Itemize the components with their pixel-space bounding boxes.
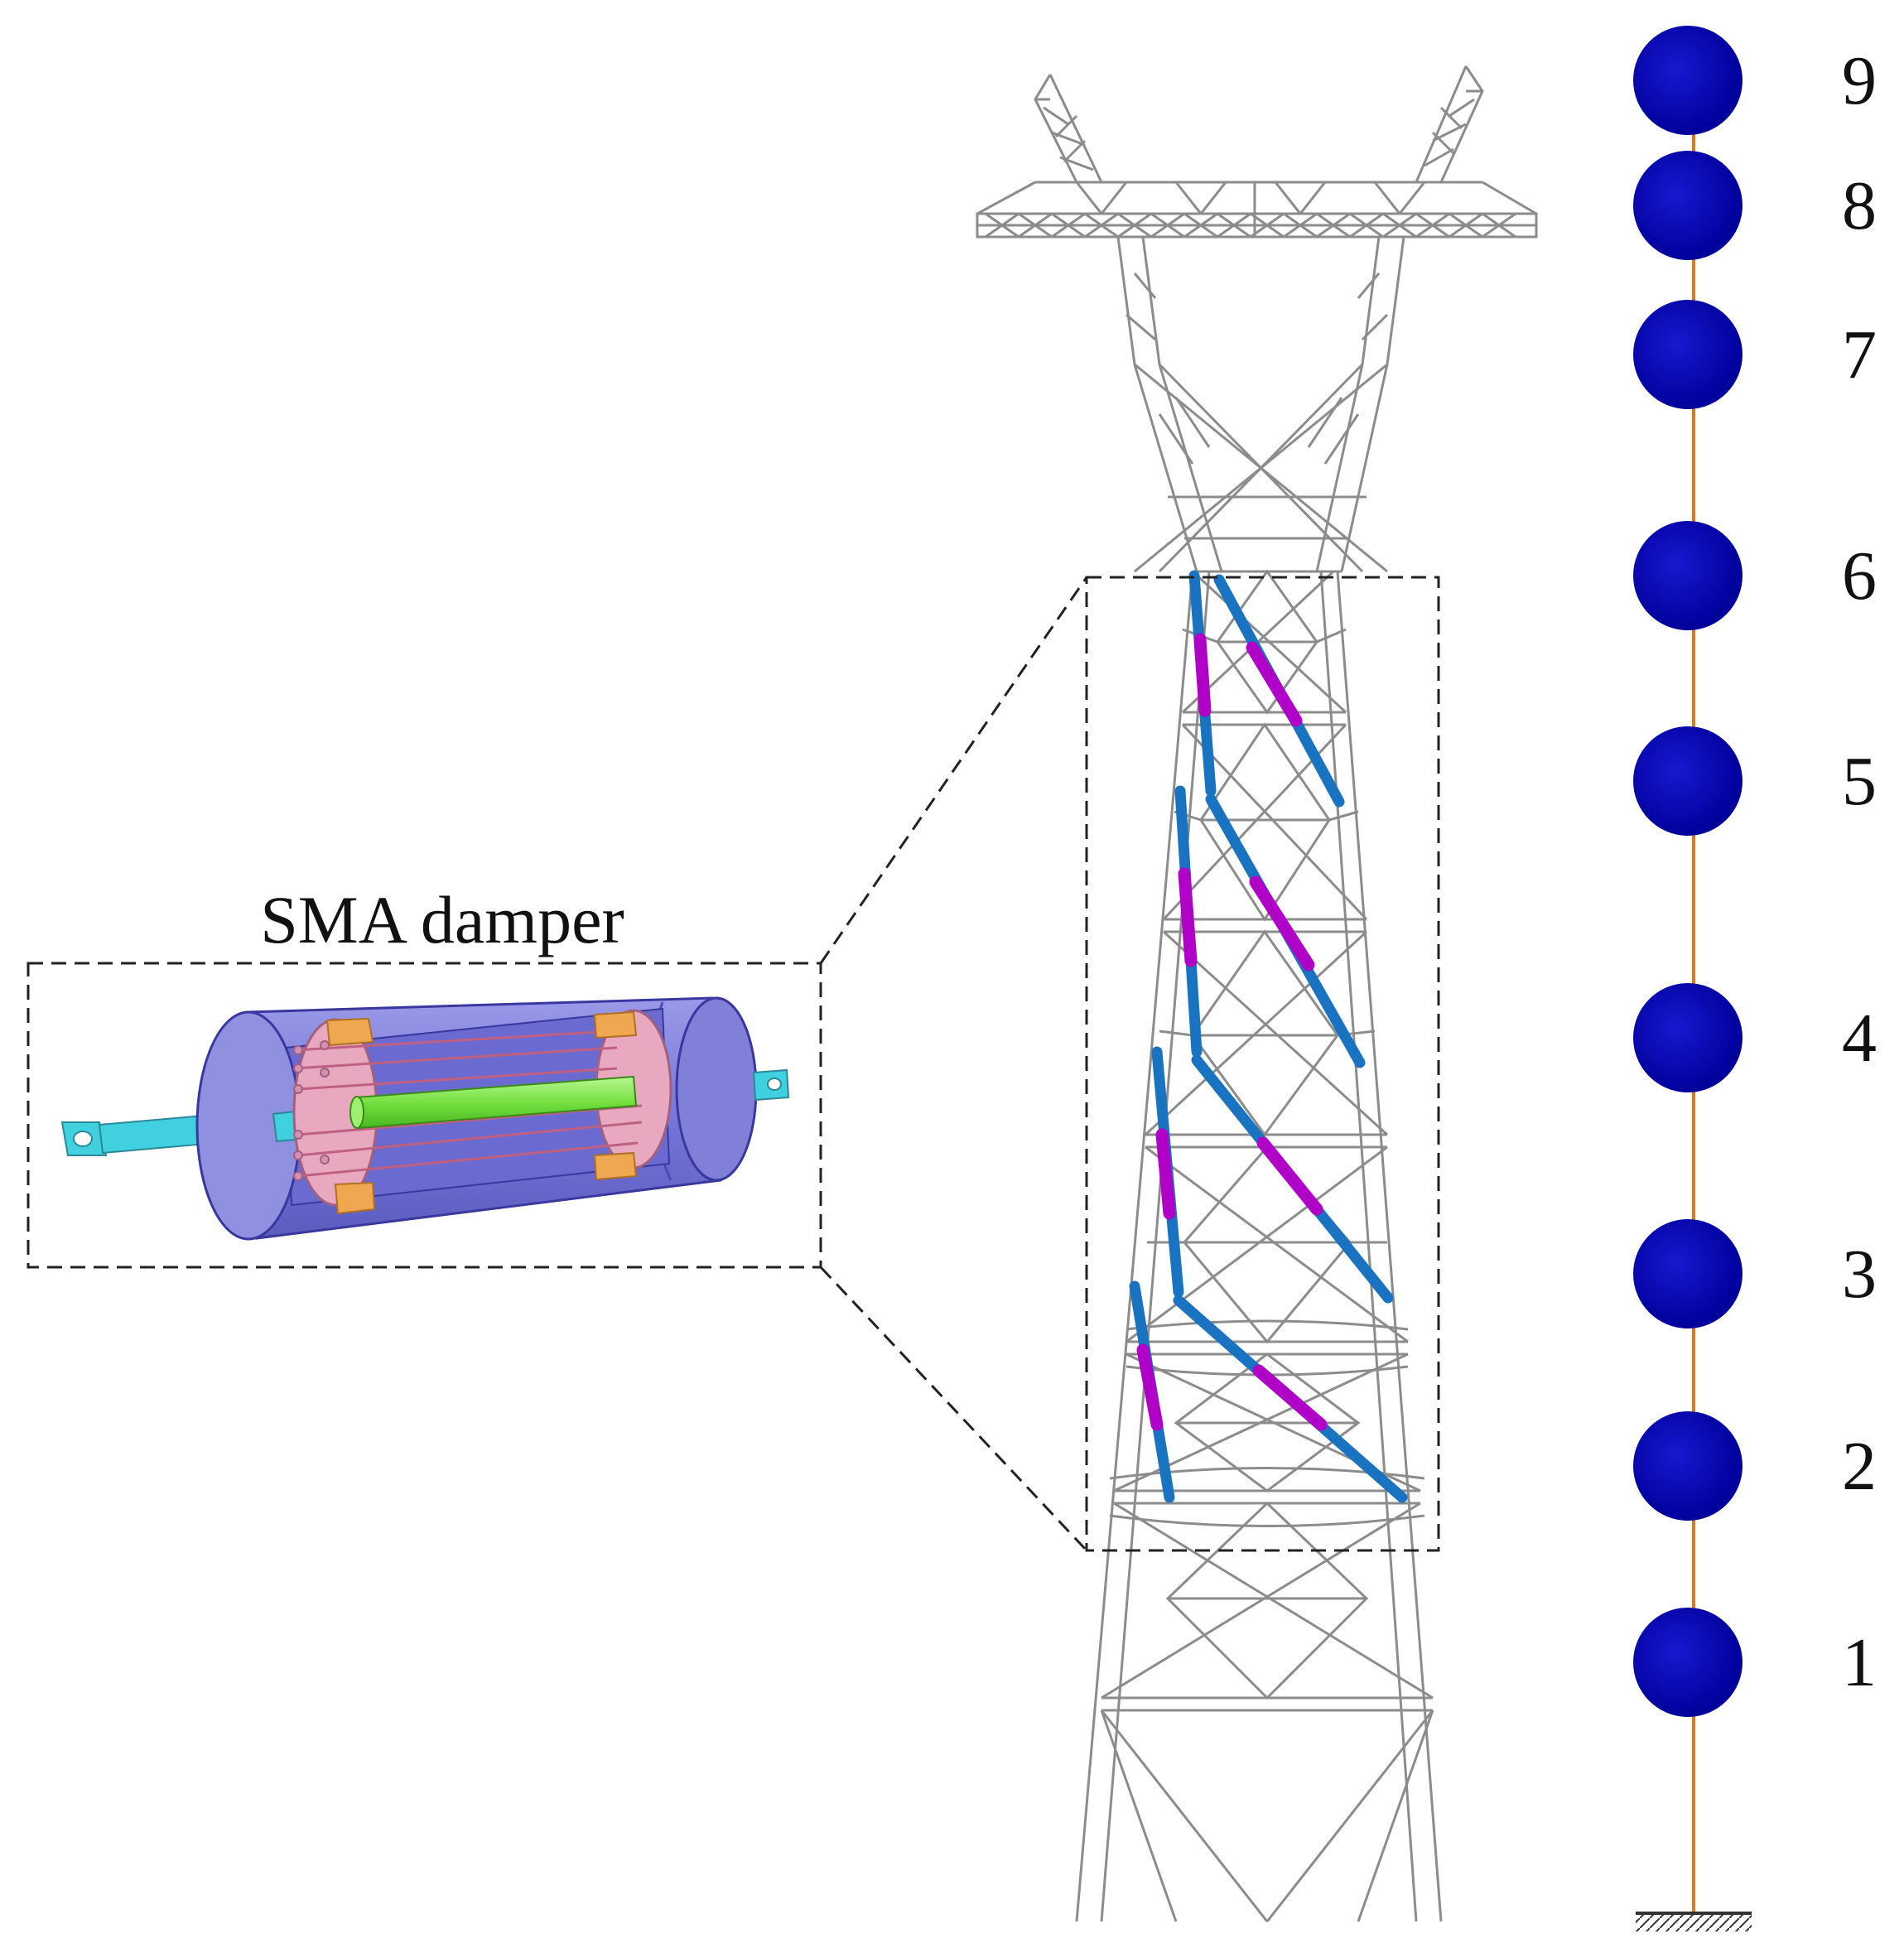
mass-label-4: 4 bbox=[1842, 1000, 1877, 1077]
mass-label-6: 6 bbox=[1842, 538, 1877, 615]
sma-segment bbox=[1178, 867, 1198, 967]
mass-node-4 bbox=[1633, 983, 1743, 1092]
mass-node-8 bbox=[1633, 151, 1743, 260]
sma-segment bbox=[1252, 1364, 1328, 1431]
mass-node-2 bbox=[1633, 1411, 1743, 1521]
tower-horns bbox=[1034, 65, 1484, 183]
callout-line-bottom bbox=[819, 1266, 1088, 1552]
mass-label-2: 2 bbox=[1842, 1428, 1877, 1505]
mass-node-5 bbox=[1633, 726, 1743, 836]
damper-rod-right bbox=[752, 1068, 790, 1102]
sma-segment bbox=[1246, 641, 1303, 727]
mass-node-3 bbox=[1633, 1219, 1743, 1328]
sma-segment bbox=[1136, 1343, 1164, 1431]
transmission-tower bbox=[976, 65, 1538, 1922]
mass-label-5: 5 bbox=[1842, 743, 1877, 820]
mass-node-9 bbox=[1633, 26, 1743, 135]
sma-segment bbox=[1249, 875, 1315, 972]
sma-brace-group bbox=[1129, 570, 1408, 1503]
mass-node-7 bbox=[1633, 300, 1743, 409]
sma-segment bbox=[1193, 633, 1212, 717]
tower-waist bbox=[1116, 236, 1405, 573]
mass-label-9: 9 bbox=[1842, 42, 1877, 119]
callout-line-top bbox=[819, 576, 1088, 964]
mass-label-1: 1 bbox=[1842, 1624, 1877, 1701]
mass-label-7: 7 bbox=[1842, 316, 1877, 393]
damper-label: SMA damper bbox=[260, 882, 624, 957]
sma-segment bbox=[1256, 1136, 1323, 1216]
lumped-mass-model: 1 2 3 4 5 6 7 8 9 bbox=[1633, 26, 1877, 1931]
damper-right-end bbox=[675, 996, 758, 1182]
tower-crossarm bbox=[976, 181, 1538, 239]
tower-body bbox=[1075, 569, 1443, 1922]
mass-label-3: 3 bbox=[1842, 1236, 1877, 1313]
tower-highlight-box bbox=[1085, 576, 1440, 1552]
sma-segment bbox=[1155, 1128, 1176, 1220]
damper-detail-box bbox=[27, 962, 822, 1269]
mass-node-1 bbox=[1633, 1608, 1743, 1717]
mass-label-8: 8 bbox=[1842, 167, 1877, 244]
ground-support bbox=[1636, 1912, 1752, 1931]
damper-clamps bbox=[325, 1010, 638, 1215]
mass-node-6 bbox=[1633, 521, 1743, 630]
sma-damper-illustration bbox=[60, 996, 790, 1241]
zoom-callout bbox=[27, 576, 1440, 1552]
